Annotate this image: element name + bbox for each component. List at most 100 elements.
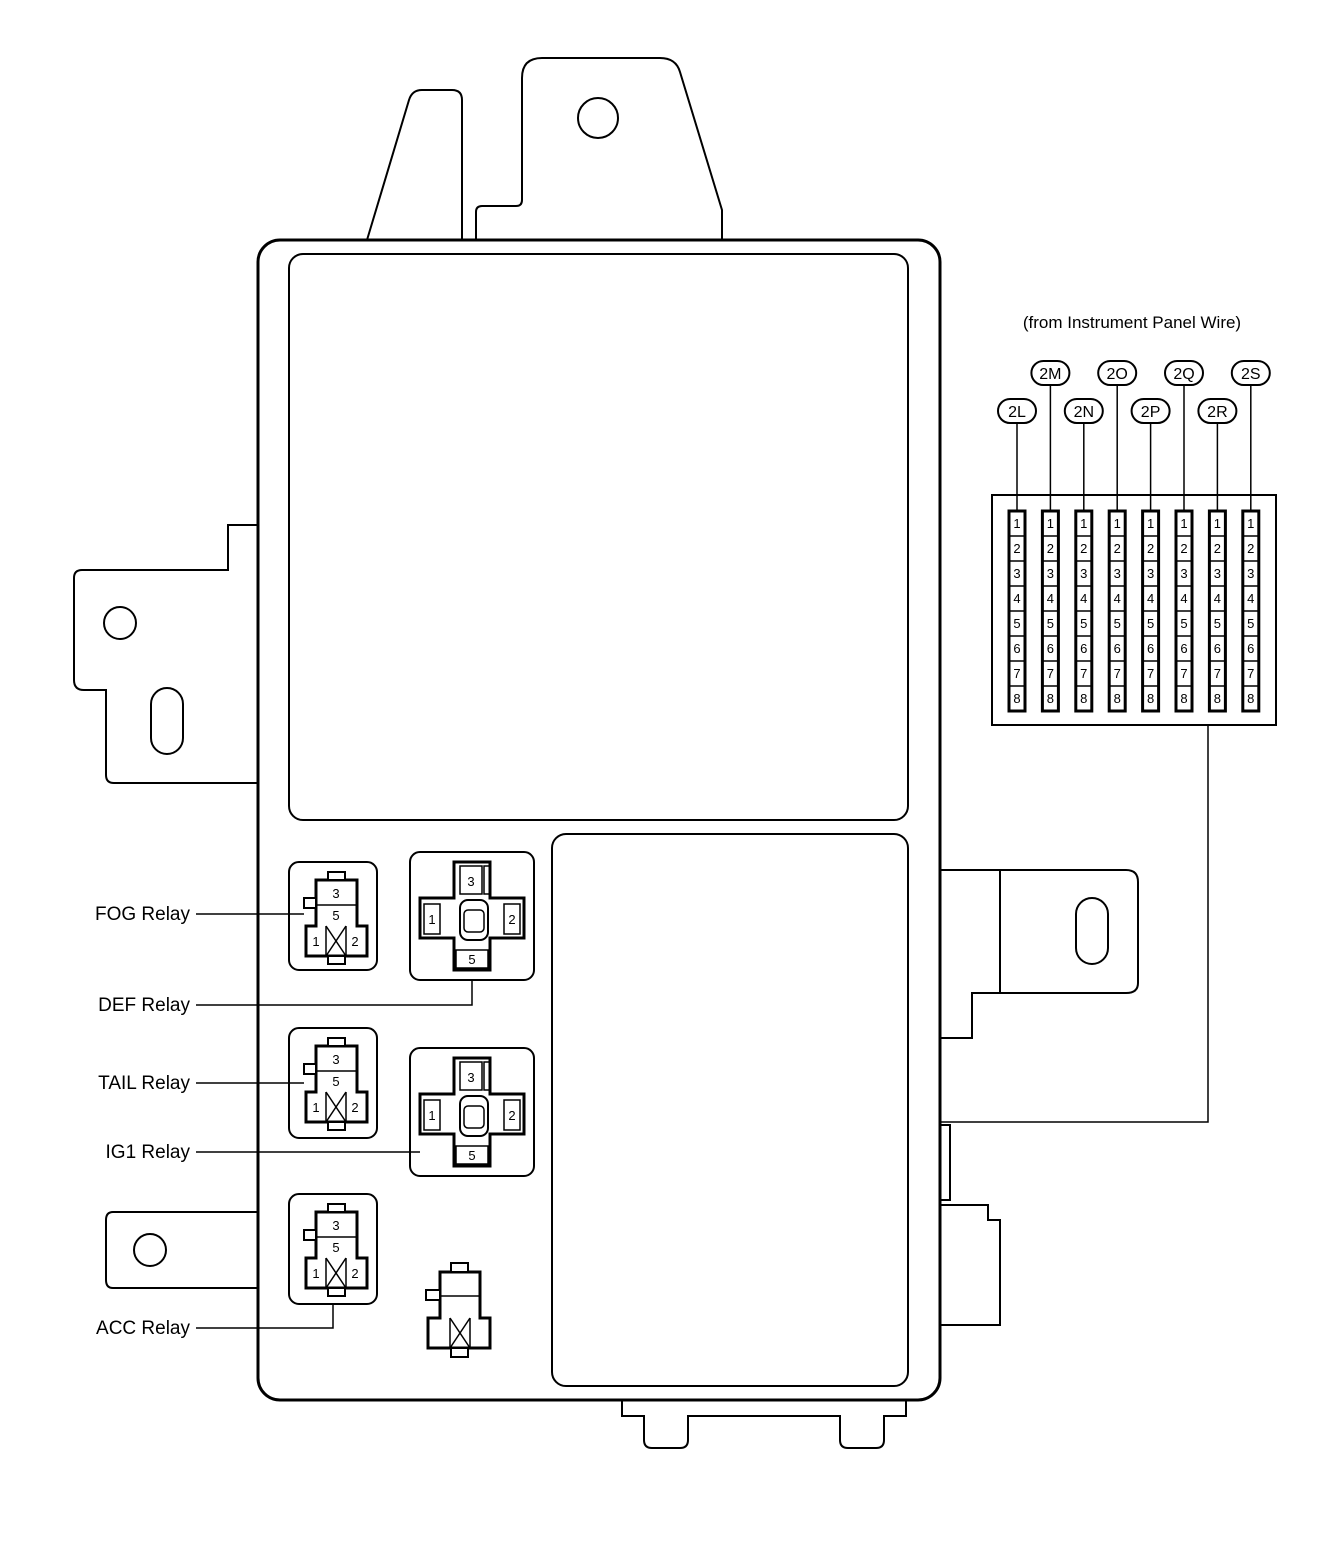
connector-2q-pin-7: 7 [1180,666,1187,681]
connector-2l-pin-5: 5 [1013,616,1020,631]
connector-2n-pin-8: 8 [1080,691,1087,706]
tail-relay-pin-2: 2 [351,1100,358,1115]
connector-2l-pin-4: 4 [1013,591,1020,606]
connector-2m-pin-2: 2 [1047,541,1054,556]
connector-2p-pin-8: 8 [1147,691,1154,706]
connector-2o-pin-3: 3 [1114,566,1121,581]
fog-relay-pin-2: 2 [351,934,358,949]
connector-2r-pin-6: 6 [1214,641,1221,656]
connector-2s-pin-7: 7 [1247,666,1254,681]
connector-2p-pin-2: 2 [1147,541,1154,556]
connector-2r-pin-3: 3 [1214,566,1221,581]
connector-2l-pin-1: 1 [1013,516,1020,531]
connector-2l-pin-8: 8 [1013,691,1020,706]
connector-2q-pin-6: 6 [1180,641,1187,656]
connector-2p-pin-1: 1 [1147,516,1154,531]
connector-2n-pin-3: 3 [1080,566,1087,581]
connector-2o-tag: 2O [1107,366,1128,383]
fuse-compartment-upper [288,253,909,821]
junction-block-housing [73,57,1139,1449]
connector-2o-pin-7: 7 [1114,666,1121,681]
connector-2n-pin-6: 6 [1080,641,1087,656]
acc-relay-pin-2: 2 [351,1266,358,1281]
connector-2q-pin-5: 5 [1180,616,1187,631]
connector-2o-pin-1: 1 [1114,516,1121,531]
connector-2s-tag-outline [1230,360,1271,386]
connector-2o-pin-8: 8 [1114,691,1121,706]
connector-2r-tag-outline [1197,398,1238,424]
tail-relay-pin-1: 1 [312,1100,319,1115]
connector-2l-tag-outline [997,398,1037,424]
fog-relay-pin-5: 5 [332,908,339,923]
connector-2l-pin-2: 2 [1013,541,1020,556]
connector-2r-pin-5: 5 [1214,616,1221,631]
tail-relay-pin-3: 3 [332,1052,339,1067]
connector-2l-pin-3: 3 [1013,566,1020,581]
instrument-panel-connectors: (from Instrument Panel Wire) 2L123456782… [940,313,1277,1123]
ig1-relay-pin-3: 3 [467,1070,474,1085]
connector-2l-pin-7: 7 [1013,666,1020,681]
connector-block [991,494,1277,726]
connector-2o-pin-6: 6 [1114,641,1121,656]
connector-2r-pin-8: 8 [1214,691,1221,706]
fog-relay-pin-1: 1 [312,934,319,949]
acc-relay-label: ACC Relay [96,1318,190,1339]
connector-2q-tag-outline [1164,360,1204,386]
connector-2m-pin-7: 7 [1047,666,1054,681]
slot-hole-left [150,687,184,755]
connector-2p-pin-7: 7 [1147,666,1154,681]
def-relay-pin-3: 3 [467,874,474,889]
slot-hole-right [1075,897,1109,965]
fog-relay-socket: 3 5 1 2 [288,861,378,971]
connector-2o-pin-5: 5 [1114,616,1121,631]
connector-2m-tag: 2M [1039,366,1061,383]
connector-2r-pin-2: 2 [1214,541,1221,556]
fog-relay-pin-3: 3 [332,886,339,901]
acc-relay-socket: 3 5 1 2 [288,1193,378,1305]
main-body [256,238,942,1402]
connector-2r-tag: 2R [1207,404,1227,421]
def-relay-pin-1: 1 [428,912,435,927]
connector-2p-tag: 2P [1141,404,1161,421]
connector-2m-pin-5: 5 [1047,616,1054,631]
fog-relay-label: FOG Relay [95,904,191,925]
connector-2m-pin-4: 4 [1047,591,1054,606]
mounting-hole-left-lower [133,1233,167,1267]
connector-2o-pin-2: 2 [1114,541,1121,556]
relay-callouts: FOG Relay DEF Relay TAIL Relay IG1 Relay… [95,904,473,1339]
connector-2s-pin-1: 1 [1247,516,1254,531]
connector-2s-pin-5: 5 [1247,616,1254,631]
connector-2p-pin-4: 4 [1147,591,1154,606]
tail-relay-socket: 3 5 1 2 [288,1027,378,1139]
connector-2q-pin-2: 2 [1180,541,1187,556]
acc-relay-pin-1: 1 [312,1266,319,1281]
connector-2q-pin-4: 4 [1180,591,1187,606]
connector-2s-tag: 2S [1241,366,1261,383]
ig1-relay-pin-5: 5 [468,1148,475,1163]
connector-2r-pin-7: 7 [1214,666,1221,681]
acc-relay-pin-5: 5 [332,1240,339,1255]
connector-2n-pin-2: 2 [1080,541,1087,556]
connector-header: (from Instrument Panel Wire) [1023,313,1241,332]
connector-2r-pin-4: 4 [1214,591,1221,606]
connector-2n-tag-outline [1063,398,1104,424]
def-relay-label: DEF Relay [98,995,190,1016]
connector-2l-pin-6: 6 [1013,641,1020,656]
mounting-hole-left [103,606,137,640]
connector-2r-pin-1: 1 [1214,516,1221,531]
connector-2m-pin-1: 1 [1047,516,1054,531]
connector-2n-pin-5: 5 [1080,616,1087,631]
connector-2s-pin-4: 4 [1247,591,1254,606]
acc-relay-pin-3: 3 [332,1218,339,1233]
ig1-relay-socket: 3 1 2 5 [409,1047,535,1177]
tail-relay-label: TAIL Relay [98,1073,190,1094]
connector-2q-pin-1: 1 [1180,516,1187,531]
connector-2p-tag-outline [1130,398,1171,424]
connector-2q-pin-3: 3 [1180,566,1187,581]
connector-2p-pin-5: 5 [1147,616,1154,631]
connector-2s-pin-8: 8 [1247,691,1254,706]
ig1-relay-label: IG1 Relay [106,1142,191,1163]
connector-2s-pin-2: 2 [1247,541,1254,556]
connector-2m-pin-3: 3 [1047,566,1054,581]
